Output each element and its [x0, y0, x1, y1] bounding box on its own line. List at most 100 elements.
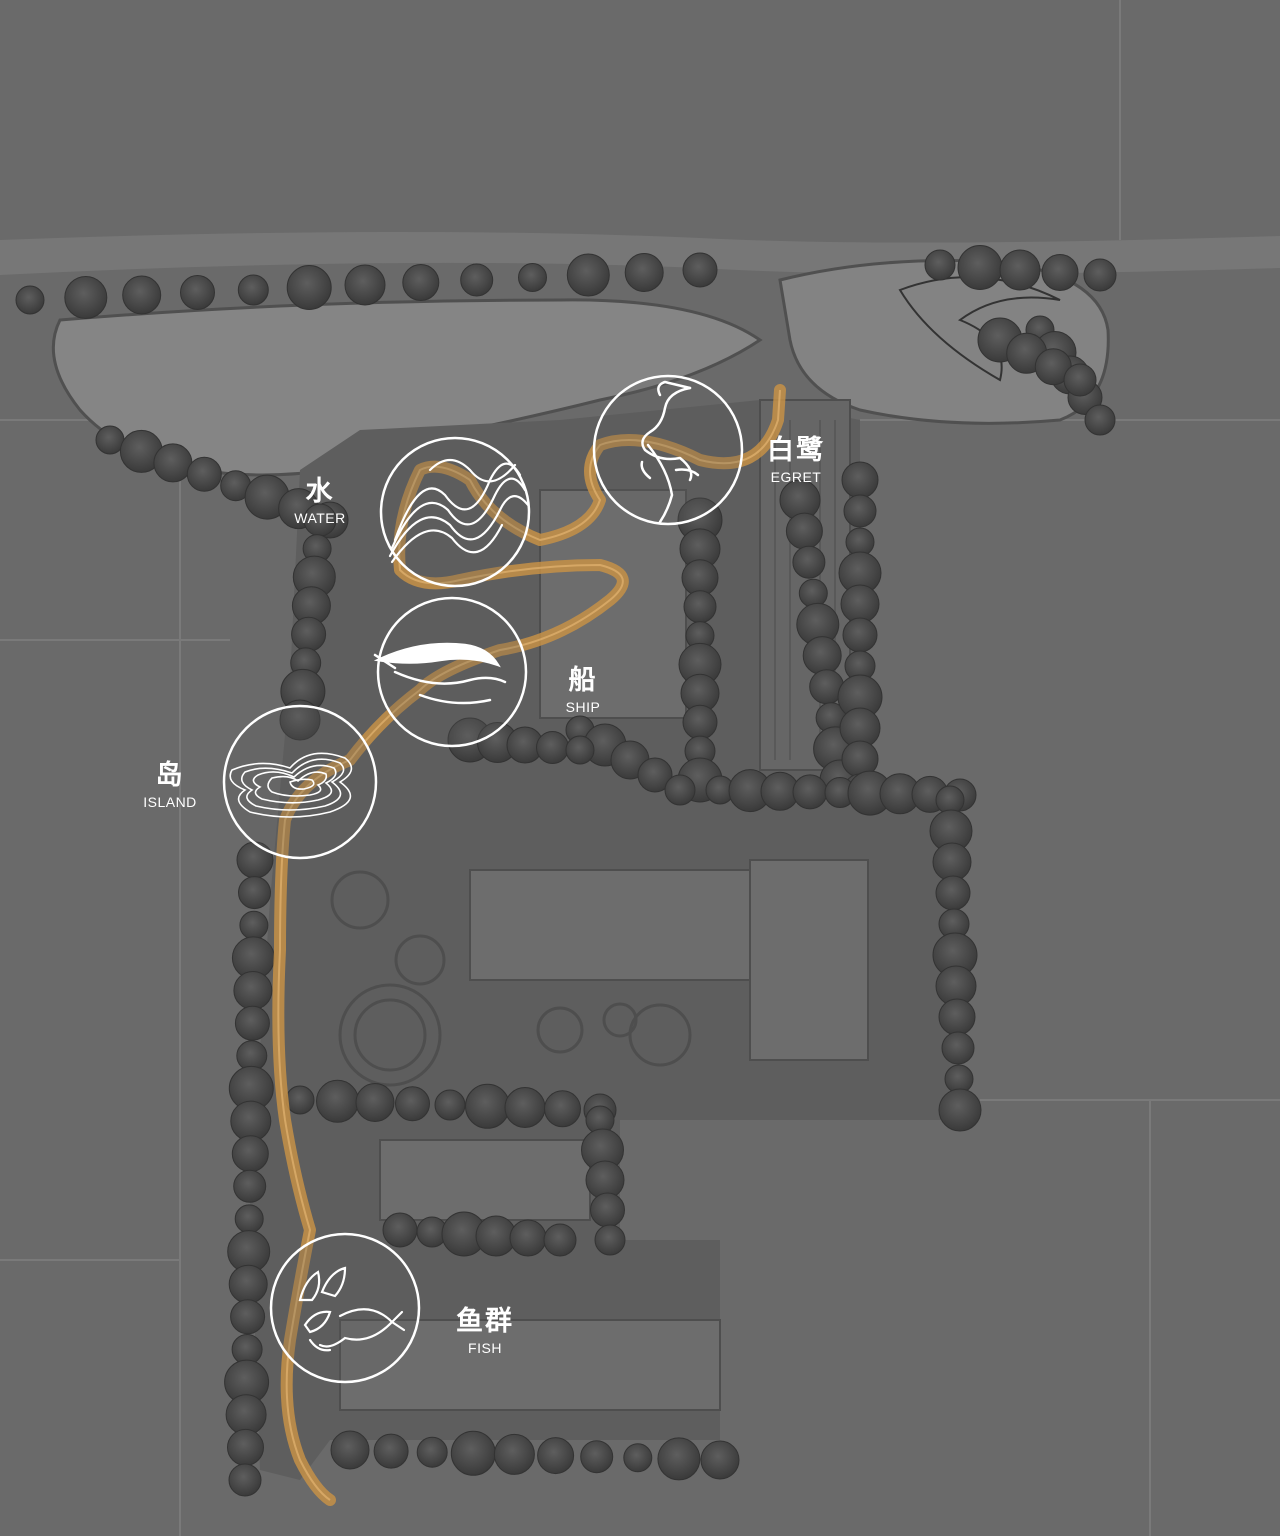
- tree-canopy: [842, 617, 878, 653]
- tree-canopies: [15, 245, 1117, 1497]
- tree-canopy: [1084, 404, 1116, 436]
- tree-canopy: [373, 1433, 409, 1469]
- tree-canopy: [402, 264, 440, 301]
- tree-canopy: [237, 274, 269, 306]
- node-fish-ring: [269, 1232, 421, 1384]
- tree-canopy: [792, 545, 826, 579]
- label-ship-zh: 船: [568, 665, 598, 696]
- tree-canopy: [234, 1005, 270, 1041]
- tree-canopy: [231, 1135, 269, 1173]
- tree-canopy: [657, 1437, 701, 1481]
- node-egret[interactable]: [592, 374, 744, 526]
- label-island-en: ISLAND: [143, 794, 197, 810]
- label-water-en: WATER: [294, 510, 346, 526]
- label-fish-en: FISH: [468, 1340, 502, 1356]
- tree-canopy: [230, 1299, 266, 1335]
- tree-canopy: [938, 1088, 982, 1132]
- tree-canopy: [590, 1192, 625, 1228]
- tree-canopy: [566, 253, 610, 297]
- tree-canopy: [840, 584, 880, 624]
- tree-canopy: [355, 1083, 395, 1122]
- tree-canopy: [785, 512, 823, 550]
- tree-canopy: [233, 971, 273, 1010]
- tree-canopy: [286, 265, 332, 310]
- tree-canopy: [493, 1433, 535, 1475]
- tree-canopy: [935, 875, 971, 911]
- island-contour-icon: [229, 752, 353, 818]
- tree-canopy: [841, 461, 879, 499]
- tree-canopy: [792, 774, 828, 810]
- tree-canopy: [395, 1086, 430, 1122]
- building-hall-east: [749, 859, 869, 1061]
- tree-canopy: [509, 1219, 547, 1257]
- tree-canopy: [225, 1394, 267, 1436]
- tree-canopy: [234, 1204, 264, 1234]
- tree-canopy: [465, 1083, 510, 1129]
- tree-canopy: [637, 757, 673, 793]
- tree-canopy: [938, 998, 976, 1036]
- tree-canopy: [594, 1224, 626, 1256]
- tree-canopy: [238, 876, 271, 910]
- label-water-zh: 水: [305, 476, 335, 507]
- tree-canopy: [843, 494, 877, 528]
- route-path-highlight: [277, 389, 781, 1501]
- label-island: 岛 ISLAND: [143, 762, 197, 809]
- tree-canopy: [239, 910, 269, 940]
- tree-canopy: [153, 443, 193, 483]
- tree-canopy: [536, 731, 569, 764]
- tree-canopy: [64, 276, 108, 319]
- tree-canopy: [15, 285, 45, 315]
- tree-canopy: [957, 245, 1003, 290]
- tree-canopy: [291, 616, 327, 652]
- label-water: 水 WATER: [294, 478, 346, 525]
- fish-school-icon: [298, 1266, 406, 1352]
- tree-canopy: [228, 1463, 262, 1497]
- tree-canopy: [932, 842, 972, 882]
- tree-canopy: [683, 590, 717, 624]
- tree-canopy: [316, 1079, 359, 1123]
- tree-canopy: [330, 1430, 370, 1470]
- tree-canopy: [1041, 254, 1079, 291]
- tree-canopy: [1063, 363, 1097, 397]
- label-egret: 白鹭 EGRET: [767, 437, 825, 484]
- water-wave-icon: [388, 458, 530, 564]
- tree-canopy: [279, 699, 321, 741]
- tree-canopy: [285, 1085, 315, 1115]
- tree-canopy: [344, 264, 386, 306]
- node-island-ring: [222, 704, 378, 860]
- node-ship[interactable]: [373, 596, 528, 748]
- label-fish-zh: 鱼群: [456, 1306, 514, 1337]
- tree-canopy: [537, 1437, 575, 1475]
- tree-canopy: [798, 578, 828, 608]
- node-egret-ring: [592, 374, 744, 526]
- tree-canopy: [565, 735, 595, 765]
- tree-canopy: [580, 1440, 614, 1474]
- node-fish[interactable]: [269, 1232, 421, 1384]
- tree-canopy: [186, 456, 222, 492]
- tree-canopy: [941, 1031, 975, 1065]
- tree-canopy: [544, 1090, 581, 1128]
- label-egret-zh: 白鹭: [767, 435, 825, 466]
- tree-canopy: [664, 774, 696, 806]
- label-island-zh: 岛: [155, 760, 185, 791]
- node-island[interactable]: [222, 704, 378, 860]
- building-south: [339, 1319, 721, 1411]
- ship-icon: [373, 642, 507, 705]
- tree-canopy: [450, 1430, 496, 1476]
- label-ship: 船 SHIP: [566, 667, 601, 714]
- node-water[interactable]: [379, 436, 531, 588]
- tree-canopy: [999, 249, 1041, 291]
- tree-canopy: [700, 1440, 740, 1480]
- label-egret-en: EGRET: [770, 469, 822, 485]
- tree-canopy: [416, 1436, 448, 1468]
- tree-canopy: [228, 1264, 268, 1304]
- tree-canopy: [623, 1443, 653, 1473]
- label-ship-en: SHIP: [565, 699, 601, 715]
- tree-canopy: [543, 1223, 577, 1257]
- parking-stripes: [774, 420, 836, 760]
- tree-canopy: [1083, 258, 1117, 292]
- plaza-circles: [330, 870, 692, 1087]
- tree-canopy: [924, 249, 956, 281]
- tree-canopy: [227, 1428, 264, 1466]
